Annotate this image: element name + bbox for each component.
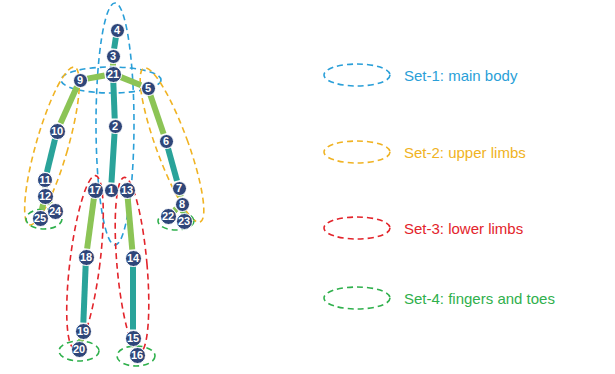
legend-swatch [322, 62, 394, 88]
joint-circle: 1 [104, 183, 119, 198]
joint-circle: 25 [32, 210, 49, 227]
joint-circle: 5 [141, 81, 156, 96]
joint-circle: 2 [108, 119, 123, 134]
joint-number: 16 [129, 347, 146, 364]
joint-number: 1 [104, 183, 119, 198]
legend-label: Set-3: lower limbs [404, 220, 523, 237]
joint-number: 14 [125, 250, 142, 267]
joint-circle: 20 [71, 341, 88, 358]
joint-circle: 24 [47, 203, 64, 220]
bone-line [114, 37, 116, 48]
legend-swatch [322, 139, 394, 165]
bone-line [87, 76, 104, 79]
bone-line [83, 265, 85, 322]
joint-circle: 17 [87, 182, 104, 199]
joint-circle: 9 [73, 73, 88, 88]
joint-circle: 10 [49, 123, 66, 140]
joint-number: 2 [108, 119, 123, 134]
bone-line [78, 339, 84, 340]
bone-line [180, 211, 186, 212]
bone-line [174, 209, 176, 211]
bone-line [111, 133, 114, 182]
bone-line [130, 267, 136, 330]
bone-line [168, 148, 177, 181]
legend-label: Set-1: main body [404, 67, 517, 84]
legend-swatch [322, 215, 394, 241]
joint-circle: 6 [159, 134, 174, 149]
joint-number: 10 [49, 123, 66, 140]
joint-circle: 15 [125, 330, 142, 347]
joint-circle: 16 [129, 347, 146, 364]
lower-limb-ellipse [109, 176, 154, 354]
toe-ellipse [59, 341, 99, 361]
joint-number: 6 [159, 134, 174, 149]
legend-swatch [322, 285, 394, 311]
bone-line [87, 198, 94, 248]
joint-circle: 3 [106, 49, 121, 64]
joint-number: 23 [176, 213, 193, 230]
joint-circle: 8 [175, 197, 190, 212]
joint-number: 9 [73, 73, 88, 88]
joint-circle: 22 [160, 208, 177, 225]
bone-line [110, 64, 116, 66]
legend-label: Set-4: fingers and toes [404, 290, 555, 307]
joint-number: 15 [125, 330, 142, 347]
joint-number: 20 [71, 341, 88, 358]
joint-number: 7 [172, 181, 187, 196]
joint-circle: 13 [119, 182, 136, 199]
joint-circle: 14 [125, 250, 142, 267]
legend-label: Set-2: upper limbs [404, 144, 526, 161]
upper-limb-ellipse [14, 63, 90, 229]
joint-number: 4 [110, 23, 125, 38]
joint-number: 12 [37, 188, 54, 205]
joint-number: 5 [141, 81, 156, 96]
bone-line [113, 82, 114, 118]
joint-circle: 19 [75, 323, 92, 340]
joint-circle: 21 [105, 66, 122, 83]
joint-circle: 4 [110, 23, 125, 38]
joint-circle: 18 [78, 249, 95, 266]
joint-circle: 7 [172, 181, 187, 196]
joint-number: 18 [78, 249, 95, 266]
lower-limb-ellipse [60, 174, 111, 350]
joint-number: 24 [47, 203, 64, 220]
joint-number: 8 [175, 197, 190, 212]
joint-number: 17 [87, 182, 104, 199]
joint-number: 21 [105, 66, 122, 83]
upper-limb-ellipse [129, 62, 215, 227]
joint-circle: 11 [37, 172, 53, 188]
bone-line [121, 77, 141, 85]
bone-line [177, 195, 183, 196]
joint-number: 11 [37, 172, 53, 188]
joint-circle: 23 [176, 213, 193, 230]
bone-line [47, 139, 55, 172]
bone-line [60, 87, 76, 123]
joint-number: 22 [160, 208, 177, 225]
joint-number: 13 [119, 182, 136, 199]
bone-line [150, 95, 163, 134]
joint-circle: 12 [37, 188, 54, 205]
joint-number: 25 [32, 210, 49, 227]
joint-number: 19 [75, 323, 92, 340]
bone-line [42, 204, 43, 209]
joint-number: 3 [106, 49, 121, 64]
toe-ellipse [117, 346, 155, 366]
bone-line [128, 198, 133, 249]
